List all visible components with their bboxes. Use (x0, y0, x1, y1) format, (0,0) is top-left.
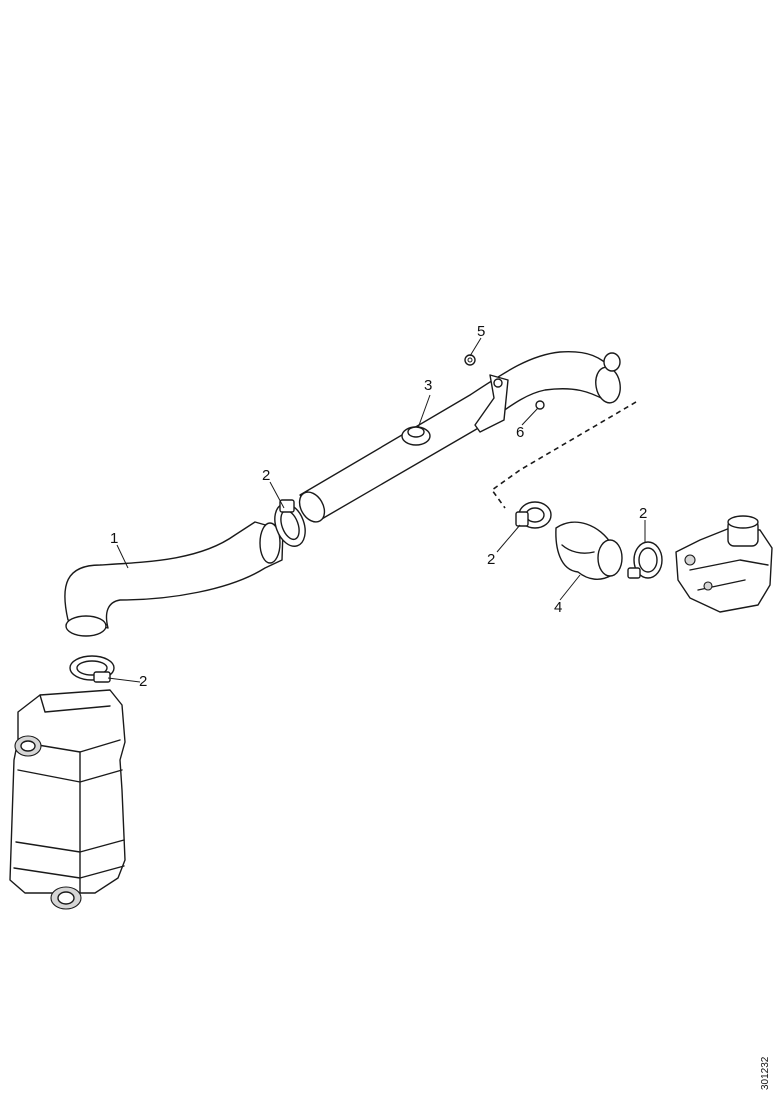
assembly-dashed-line (490, 401, 637, 509)
pipe-part-3 (298, 351, 621, 523)
intercooler-unit (9, 689, 126, 910)
callout-2-right-low: 2 (487, 551, 495, 568)
hose-part-4 (555, 521, 623, 580)
leader-lines (107, 337, 646, 683)
callout-4: 4 (554, 599, 562, 616)
callout-5: 5 (477, 323, 485, 340)
callout-3: 3 (424, 377, 432, 394)
washer-part-6 (535, 400, 545, 410)
hose-part-1 (64, 521, 284, 637)
bolt-part-5 (464, 354, 476, 366)
callout-1: 1 (110, 530, 118, 547)
figure-reference-number: 301232 (760, 1056, 771, 1090)
callout-2-lower: 2 (139, 673, 147, 690)
callout-6: 6 (516, 424, 524, 441)
hose-clamp-lower (69, 655, 115, 683)
hose-clamp-right-low (515, 501, 552, 529)
turbocharger-housing (675, 515, 773, 613)
hose-clamp-right-high (627, 541, 663, 579)
callout-2-right-high: 2 (639, 505, 647, 522)
callout-2-upper: 2 (262, 467, 270, 484)
